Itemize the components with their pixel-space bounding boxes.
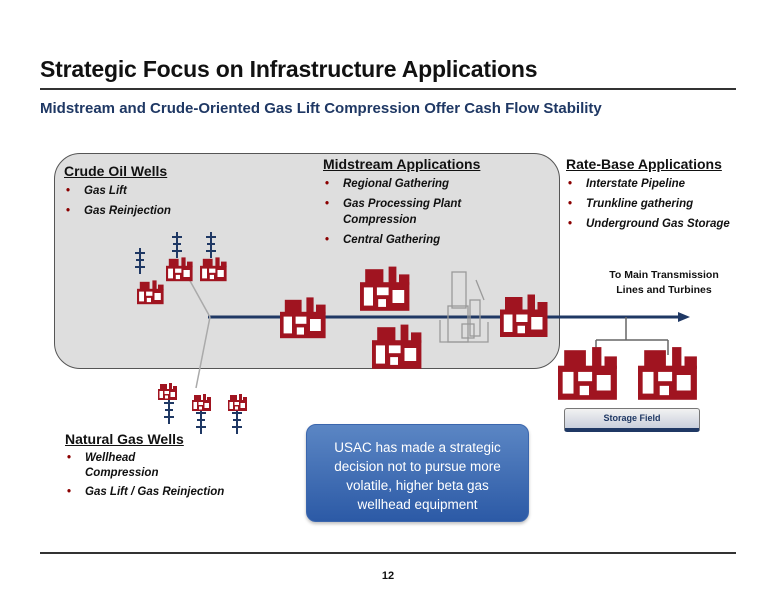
natgas-item-gas-lift-reinjection: Gas Lift / Gas Reinjection: [65, 485, 265, 500]
crude-item-gas-reinjection: Gas Reinjection: [64, 203, 224, 219]
ratebase-item-underground-storage: Underground Gas Storage: [566, 216, 766, 232]
natgas-item-wellhead-compression: Wellhead Compression: [65, 451, 175, 481]
crude-oil-wells-title: Crude Oil Wells: [64, 163, 168, 179]
page-subtitle: Midstream and Crude-Oriented Gas Lift Co…: [40, 100, 602, 117]
rate-base-applications-title: Rate-Base Applications: [566, 156, 722, 172]
storage-lines: [595, 317, 669, 355]
midstream-applications-group: Midstream Applications Regional Gatherin…: [323, 156, 513, 252]
crude-item-gas-lift: Gas Lift: [64, 183, 224, 199]
midstream-applications-title: Midstream Applications: [323, 156, 481, 172]
natural-gas-wells-group: Natural Gas Wells Wellhead Compression G…: [65, 431, 265, 504]
strategy-callout: USAC has made a strategic decision not t…: [306, 424, 529, 522]
footer-divider: [40, 552, 736, 554]
storage-field-label: Storage Field: [564, 408, 700, 432]
title-divider: [40, 88, 736, 90]
transmission-label: To Main Transmission Lines and Turbines: [609, 269, 719, 296]
midstream-item-gas-processing: Gas Processing Plant Compression: [323, 196, 513, 228]
page-title: Strategic Focus on Infrastructure Applic…: [40, 56, 538, 82]
ratebase-item-trunkline: Trunkline gathering: [566, 196, 766, 212]
natural-gas-wells-title: Natural Gas Wells: [65, 431, 184, 447]
crude-oil-wells-group: Crude Oil Wells Gas Lift Gas Reinjection: [64, 163, 224, 223]
ratebase-item-interstate-pipeline: Interstate Pipeline: [566, 176, 766, 192]
rate-base-applications-group: Rate-Base Applications Interstate Pipeli…: [566, 156, 766, 236]
midstream-item-central-gathering: Central Gathering: [323, 232, 513, 248]
midstream-item-regional-gathering: Regional Gathering: [323, 176, 513, 192]
storage-compressor-icons: [558, 347, 697, 400]
page-number: 12: [381, 570, 395, 582]
